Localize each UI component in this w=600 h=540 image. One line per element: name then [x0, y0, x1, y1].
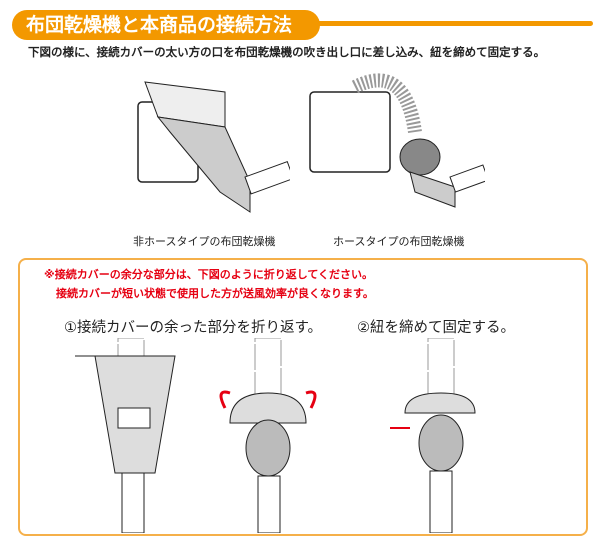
note-box: [18, 258, 588, 536]
step-1-before-illustration: [75, 338, 176, 533]
step-2-illustration: [390, 338, 476, 533]
note-line-2: 接続カバーが短い状態で使用した方が送風効率が良くなります。: [56, 287, 374, 300]
instruction-text: 下図の様に、接続カバーの太い方の口を布団乾燥機の吹き出し口に差し込み、紐を締めて…: [28, 45, 546, 59]
non-hose-dryer-illustration: [137, 81, 290, 213]
title-rule: [315, 21, 593, 26]
section-title: 布団乾燥機と本商品の接続方法: [12, 10, 320, 40]
step-1-label: ①接続カバーの余った部分を折り返す。: [64, 320, 323, 336]
caption-non-hose: 非ホースタイプの布団乾燥機: [133, 235, 276, 248]
caption-hose: ホースタイプの布団乾燥機: [333, 235, 465, 248]
step-1-after-illustration: [219, 338, 317, 533]
note-line-1: ※接続カバーの余分な部分は、下図のように折り返してください。: [44, 268, 374, 281]
step-2-label: ②紐を締めて固定する。: [357, 320, 515, 336]
hose-dryer-illustration: [309, 73, 485, 208]
